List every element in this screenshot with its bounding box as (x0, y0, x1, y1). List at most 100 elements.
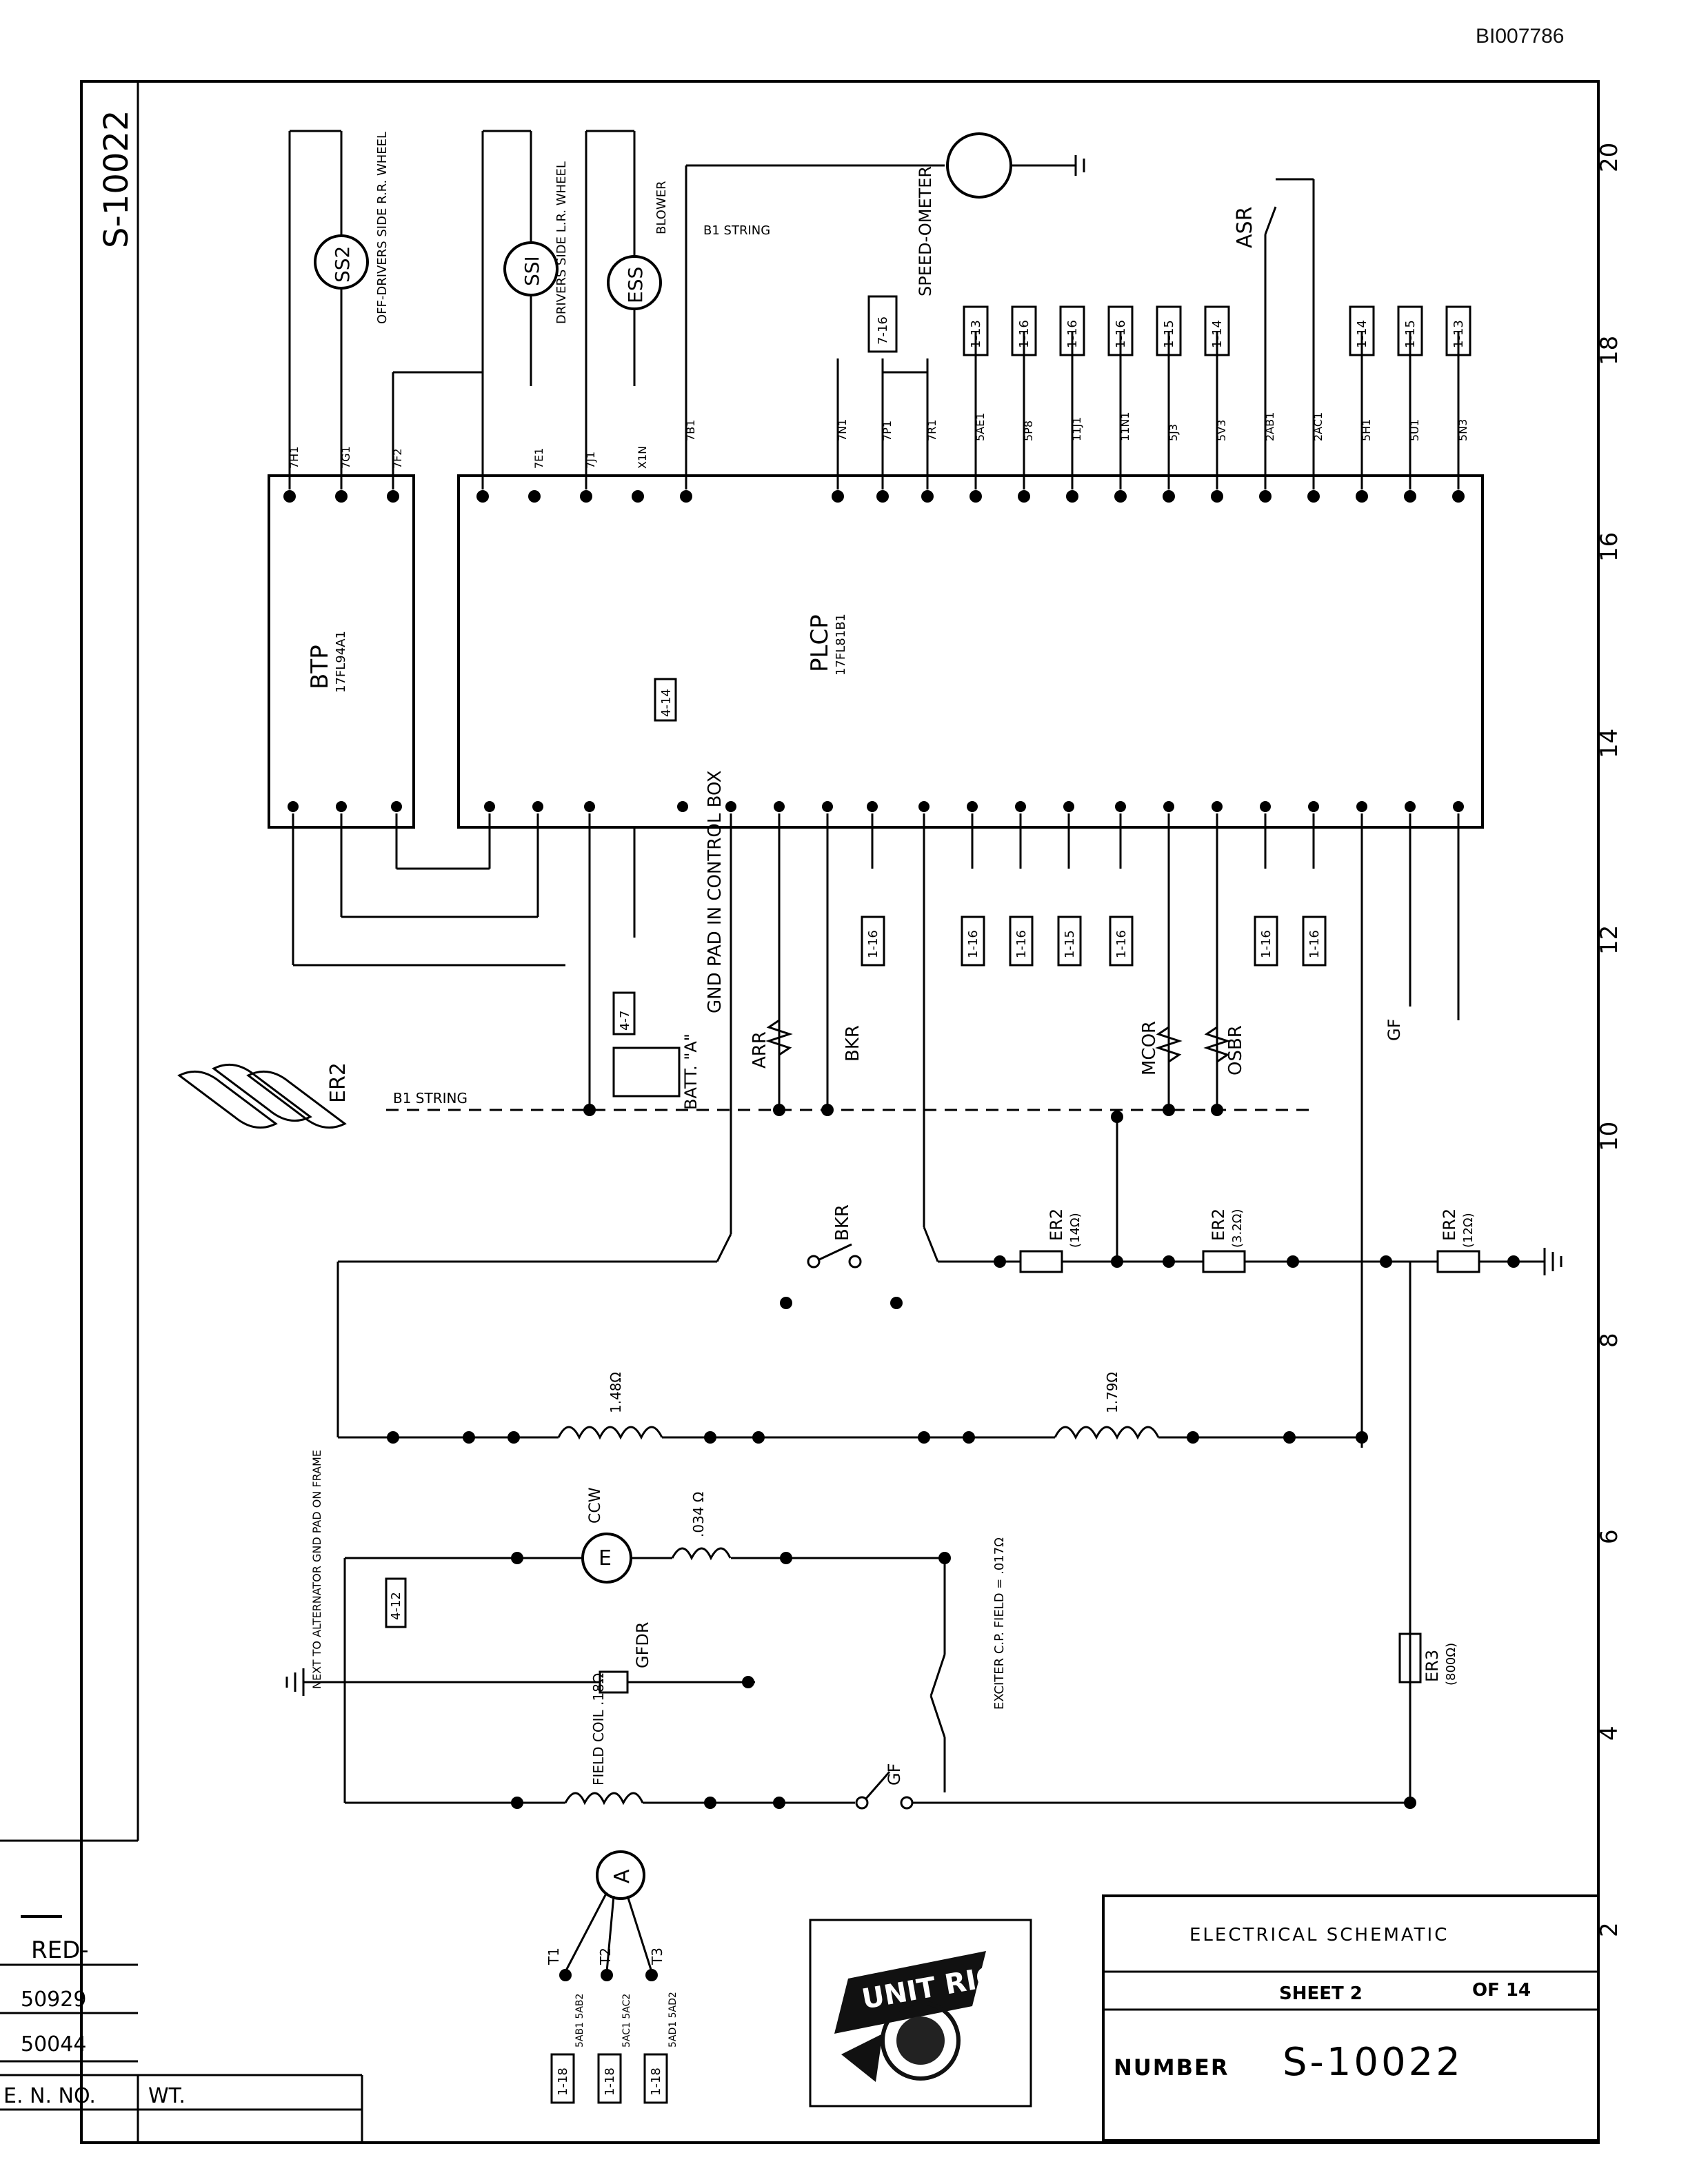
wire-label: 2AC1 (1312, 412, 1325, 441)
exciter-dots (511, 1552, 1416, 1809)
resistor-label: ER2 (1209, 1209, 1228, 1241)
exciter-row (343, 1262, 1411, 1806)
plcp-label: PLCP (806, 614, 834, 672)
wire-label: 7E1 (532, 448, 545, 469)
er2-cluster-label: ER2 (326, 1062, 350, 1103)
wire-label: 11J1 (1070, 417, 1083, 441)
wire-label: 5V3 (1215, 420, 1228, 441)
ref-label: 1-18 (603, 2067, 617, 2096)
left-ground-symbol (285, 1668, 345, 1696)
ref-label: 1-14 (1210, 320, 1225, 348)
resistor-label: ER2 (1047, 1209, 1066, 1241)
main-bus (336, 1117, 1517, 1437)
gfdr-label: GFDR (633, 1621, 652, 1668)
sensor-label: SSI (521, 256, 543, 286)
relay-coils (765, 1019, 1231, 1063)
sheet-label: SHEET 2 (1279, 1983, 1363, 2004)
bkr-label-mid: BKR (843, 1025, 863, 1062)
alternator (596, 1850, 645, 1900)
wire-label: 7P1 (881, 421, 894, 441)
gf-label-mid: GF (1385, 1019, 1404, 1041)
revision-table: RED- 50929 50044 E. N. NO. WT. (0, 1839, 363, 2143)
grid-number: 8 (1596, 1333, 1623, 1348)
number-label: NUMBER (1114, 2054, 1229, 2081)
ref-label: 1-16 (1114, 930, 1129, 958)
wire-label: 5AC1 5AC2 (621, 1994, 632, 2048)
speedometer-label: SPEED-OMETER (916, 166, 935, 296)
resistor-label: ER3 (1423, 1650, 1442, 1682)
top-wiring (288, 130, 1460, 489)
alternator-leads (564, 1892, 653, 1972)
field-value-1: 1.48Ω (607, 1372, 624, 1413)
b1-string-label: B1 STRING (393, 1090, 468, 1106)
gfdr-symbol (599, 1670, 629, 1694)
bkr-switch (807, 1243, 862, 1268)
grid-number: 10 (1596, 1122, 1623, 1151)
rev-row: 50929 (21, 1988, 86, 2012)
drawing-border (80, 80, 1600, 2144)
grid-numbers: 20 18 16 14 12 10 8 6 4 2 (1596, 143, 1623, 1937)
ref-label: 1-16 (1017, 320, 1032, 348)
gf-label: GF (885, 1763, 904, 1786)
wire-label: 5P8 (1022, 421, 1035, 441)
alternator-label: A (610, 1869, 634, 1883)
wire-label: 7B1 (684, 420, 697, 441)
er2-cluster (177, 1063, 347, 1129)
bkr-label: BKR (832, 1204, 853, 1241)
sensor-ss2: SS2 OFF-DRIVERS SIDE R.R. WHEEL (314, 132, 390, 324)
coil-label-mcor: MCOR (1139, 1021, 1160, 1075)
wire-label: 5H1 (1360, 419, 1373, 441)
alternator-dots (559, 1969, 658, 1981)
motor-e-label: E (599, 1546, 612, 1570)
btp-label: BTP (306, 645, 334, 689)
wire-label: 7F2 (391, 448, 404, 469)
btp-sub: 17FL94A1 (334, 631, 348, 693)
mid-ref-boxes: 1-16 1-16 1-16 1-15 1-16 1-16 1-16 (861, 916, 1327, 967)
field-value-2: 1.79Ω (1104, 1372, 1121, 1413)
ref-label: 1-16 (1065, 320, 1080, 348)
ref-label: 1-14 (1355, 320, 1369, 348)
resistor-value: (800Ω) (1444, 1643, 1458, 1686)
wire-label: 2AB1 (1263, 412, 1276, 441)
grid-number: 12 (1596, 925, 1623, 955)
ref-label: 1-16 (866, 930, 881, 958)
plcp-top-pins (283, 490, 1465, 503)
grid-number: 6 (1596, 1529, 1623, 1544)
sensor-ssi: SSI DRIVERS SIDE L.R. WHEEL (503, 161, 569, 324)
number-value: S-10022 (1283, 2040, 1463, 2085)
ref-label: 7-16 (876, 316, 890, 345)
wire-label: 7G1 (339, 446, 352, 469)
grid-number: 18 (1596, 336, 1623, 365)
resistor-er2-14 (1019, 1250, 1063, 1273)
grid-number: 20 (1596, 143, 1623, 172)
grid-number: 2 (1596, 1922, 1623, 1937)
ref-label: 1-16 (1014, 930, 1029, 958)
field-dots (387, 1297, 1368, 1444)
ref-label: 1-16 (966, 930, 981, 958)
motor-e (581, 1533, 632, 1584)
resistor-er2-32 (1202, 1250, 1246, 1273)
resistor-value: (14Ω) (1068, 1213, 1083, 1248)
wire-label: 11N1 (1118, 412, 1132, 441)
wire-label: 5U1 (1408, 419, 1421, 441)
wire-label: 5AE1 (974, 413, 987, 441)
ref-label: 1-18 (649, 2067, 663, 2096)
resistor-label: ER2 (1440, 1209, 1459, 1241)
document-id: BI007786 (1476, 25, 1565, 48)
top-ref-boxes: 7-16 1-13 1-16 1-16 1-16 1-15 1-14 1-14 … (867, 295, 1471, 356)
bus-dots (583, 1104, 1520, 1268)
alt-phase-labels: T1 T2 T3 (545, 1948, 665, 1965)
phase-label: T1 (545, 1948, 562, 1965)
exciter-label: EXCITER C.P. FIELD = .017Ω (992, 1537, 1007, 1710)
ref-label: 1-16 (1114, 320, 1128, 348)
sensor-ess: ESS BLOWER (607, 181, 669, 310)
title-text: ELECTRICAL SCHEMATIC (1189, 1925, 1449, 1945)
sensor-desc: OFF-DRIVERS SIDE R.R. WHEEL (375, 132, 390, 324)
x1t-ref: 4-14 (659, 689, 674, 717)
asr-label: ASR (1233, 207, 1257, 248)
wire-label: 7N1 (836, 419, 849, 441)
ref-label: 1-13 (969, 320, 983, 348)
coil-label-osbr: OSBR (1225, 1025, 1246, 1075)
